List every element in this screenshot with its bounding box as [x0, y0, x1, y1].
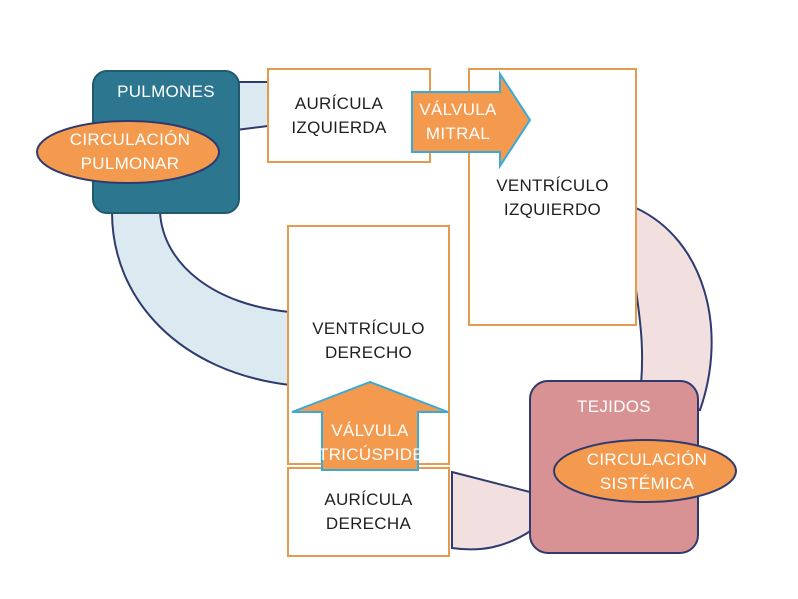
tricuspid-valve-label: VÁLVULA TRICÚSPIDE — [318, 421, 424, 464]
systemic-circulation-label: CIRCULACIÓN SISTÉMICA — [586, 450, 708, 493]
systemic-circulation-loop — [635, 206, 713, 412]
lungs-label: PULMONES — [117, 82, 215, 101]
pulmonary-circulation-ellipse — [36, 120, 220, 184]
mitral-valve-label: VÁLVULA MITRAL — [419, 100, 497, 143]
left-ventricle-label: VENTRÍCULO IZQUIERDO — [496, 176, 609, 219]
pulmonary-circulation-loop-top — [235, 81, 269, 132]
right-ventricle-label: VENTRÍCULO DERECHO — [312, 319, 425, 362]
tissues-label: TEJIDOS — [577, 397, 651, 416]
left-atrium-label: AURÍCULA IZQUIERDA — [291, 93, 387, 137]
pulmonary-circulation-loop — [110, 211, 291, 387]
left-atrium-box: AURÍCULA IZQUIERDA — [267, 68, 431, 163]
systemic-circulation-loop-bottom — [451, 470, 534, 551]
pulmonary-circulation-label: CIRCULACIÓN PULMONAR — [69, 130, 191, 173]
right-atrium-label: AURÍCULA DERECHA — [324, 490, 413, 533]
right-atrium-box: AURÍCULA DERECHA — [287, 467, 450, 557]
systemic-circulation-ellipse — [553, 439, 737, 503]
